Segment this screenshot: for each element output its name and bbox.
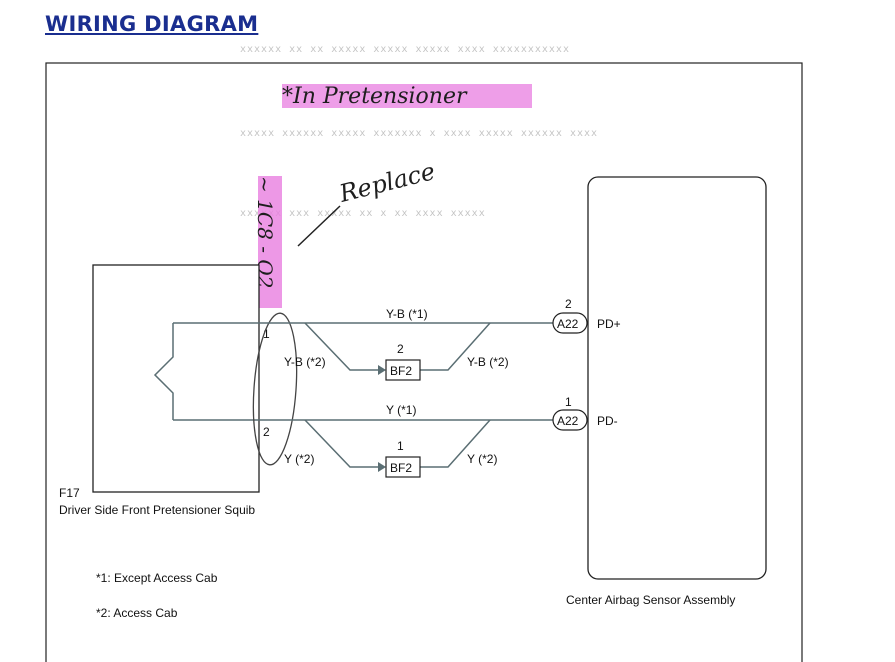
squib-name: Driver Side Front Pretensioner Squib <box>59 503 255 517</box>
wire-bottom-branch-right <box>420 419 491 468</box>
page-title: WIRING DIAGRAM <box>45 12 259 36</box>
arrow-icon <box>378 365 386 375</box>
squib-connector-box <box>92 264 260 493</box>
ghost-text: xxxxxx xxx xxxxx xx x xx xxxx xxxxx <box>240 208 486 219</box>
junction-bottom-label: BF2 <box>390 461 412 475</box>
junction-top-pin: 2 <box>397 342 404 356</box>
wire-label-top-main: Y-B (*1) <box>386 307 428 321</box>
a22-bottom-label: A22 <box>557 414 579 428</box>
junction-top-label: BF2 <box>390 364 412 378</box>
wire-bottom-branch-left <box>304 419 380 468</box>
a22-bottom-pin: 1 <box>565 395 572 409</box>
wire-label-bottom-main: Y (*1) <box>386 403 416 417</box>
header-annotation: *In Pretensioner <box>282 84 468 109</box>
vertical-highlight <box>258 176 282 308</box>
ghost-text: xxxxxx xx xx xxxxx xxxxx xxxxx xxxx xxxx… <box>240 44 570 55</box>
wire-label-top-branch-left: Y-B (*2) <box>284 355 326 369</box>
sensor-assembly-box <box>587 176 767 580</box>
a22-top-connector <box>552 312 588 334</box>
note-2: *2: Access Cab <box>96 606 178 620</box>
pin-circle-mark <box>252 312 298 466</box>
junction-bottom-pin: 1 <box>397 439 404 453</box>
pin-1-label: 1 <box>263 327 270 341</box>
signal-pd-minus: PD- <box>597 414 618 428</box>
a22-bottom-connector <box>552 409 588 431</box>
sensor-name: Center Airbag Sensor Assembly <box>566 593 735 607</box>
arrow-icon <box>378 462 386 472</box>
ghost-text: xxxxx xxxxxx xxxxx xxxxxxx x xxxx xxxxx … <box>240 128 599 139</box>
pin-2-label: 2 <box>263 425 270 439</box>
wire-top-branch-right <box>420 322 491 371</box>
wire-label-top-branch-right: Y-B (*2) <box>467 355 509 369</box>
wire-top-branch-left <box>304 322 380 371</box>
a22-top-pin: 2 <box>565 297 572 311</box>
junction-bottom-box <box>385 456 421 478</box>
wire-label-bottom-branch-right: Y (*2) <box>467 452 497 466</box>
replace-annotation: Replace <box>336 157 438 208</box>
replace-pointer <box>297 205 341 247</box>
a22-top-label: A22 <box>557 317 579 331</box>
squib-code: F17 <box>59 486 80 500</box>
diagram-frame <box>45 62 803 662</box>
squib-element <box>153 323 174 420</box>
header-highlight <box>282 84 532 108</box>
wire-label-bottom-branch-left: Y (*2) <box>284 452 314 466</box>
junction-top-box <box>385 359 421 381</box>
note-1: *1: Except Access Cab <box>96 571 218 585</box>
signal-pd-plus: PD+ <box>597 317 621 331</box>
